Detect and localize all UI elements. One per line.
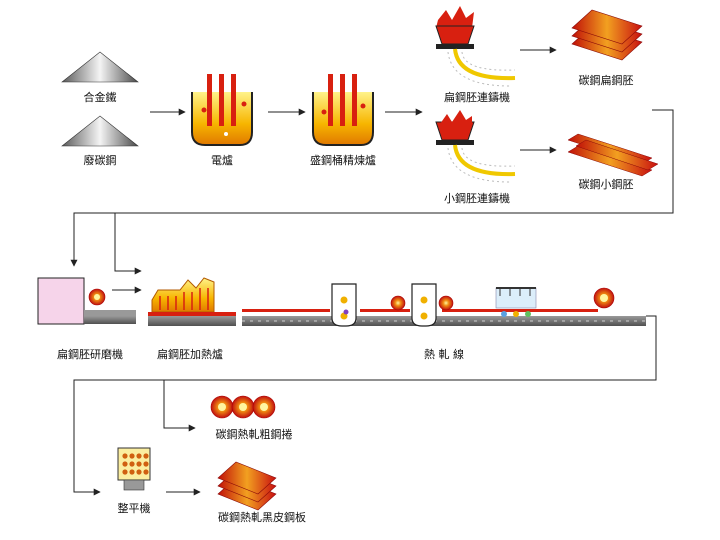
eaf-label: 電爐 xyxy=(211,153,233,167)
hot-mill-label: 熱 軋 線 xyxy=(424,347,464,361)
grinder-label: 扁鋼胚研磨機 xyxy=(57,347,123,361)
slab-stack-icon xyxy=(571,9,643,61)
billet-caster-icon xyxy=(435,110,516,183)
coil-icon xyxy=(210,395,276,419)
eaf-icon xyxy=(191,74,253,146)
connector-to-reheat xyxy=(114,213,142,275)
slab-caster-icon xyxy=(435,6,516,87)
alloy-pile-icon xyxy=(61,51,139,83)
billet-caster-label: 小鋼胚連鑄機 xyxy=(444,191,510,205)
hot-rolling-line-icon xyxy=(242,283,646,327)
scrap-pile-icon xyxy=(61,115,139,147)
connector-to-grinder xyxy=(70,109,674,267)
connector-to-leveler xyxy=(73,315,657,496)
plate-label: 碳鋼熱軋黑皮鋼板 xyxy=(218,510,306,524)
slab-caster-label: 扁鋼胚連鑄機 xyxy=(444,90,510,104)
alloy-label: 合金鐵 xyxy=(84,90,117,104)
coil-label: 碳鋼熱軋粗鋼捲 xyxy=(216,427,293,441)
plate-stack-icon xyxy=(217,461,277,511)
connector-to-coil xyxy=(163,380,196,432)
grinder-icon xyxy=(37,277,136,325)
leveler-icon xyxy=(117,447,151,491)
billet-bars-icon xyxy=(567,133,659,177)
scrap-label: 廢碳鋼 xyxy=(84,153,117,167)
ladle-furnace-icon xyxy=(312,74,374,146)
billet-label: 碳鋼小鋼胚 xyxy=(579,177,634,191)
reheat-label: 扁鋼胚加熱爐 xyxy=(157,347,223,361)
leveler-label: 整平機 xyxy=(118,501,151,515)
slab-label: 碳鋼扁鋼胚 xyxy=(579,73,634,87)
ladle-label: 盛鋼桶精煉爐 xyxy=(310,153,376,167)
reheat-furnace-icon xyxy=(148,277,236,326)
